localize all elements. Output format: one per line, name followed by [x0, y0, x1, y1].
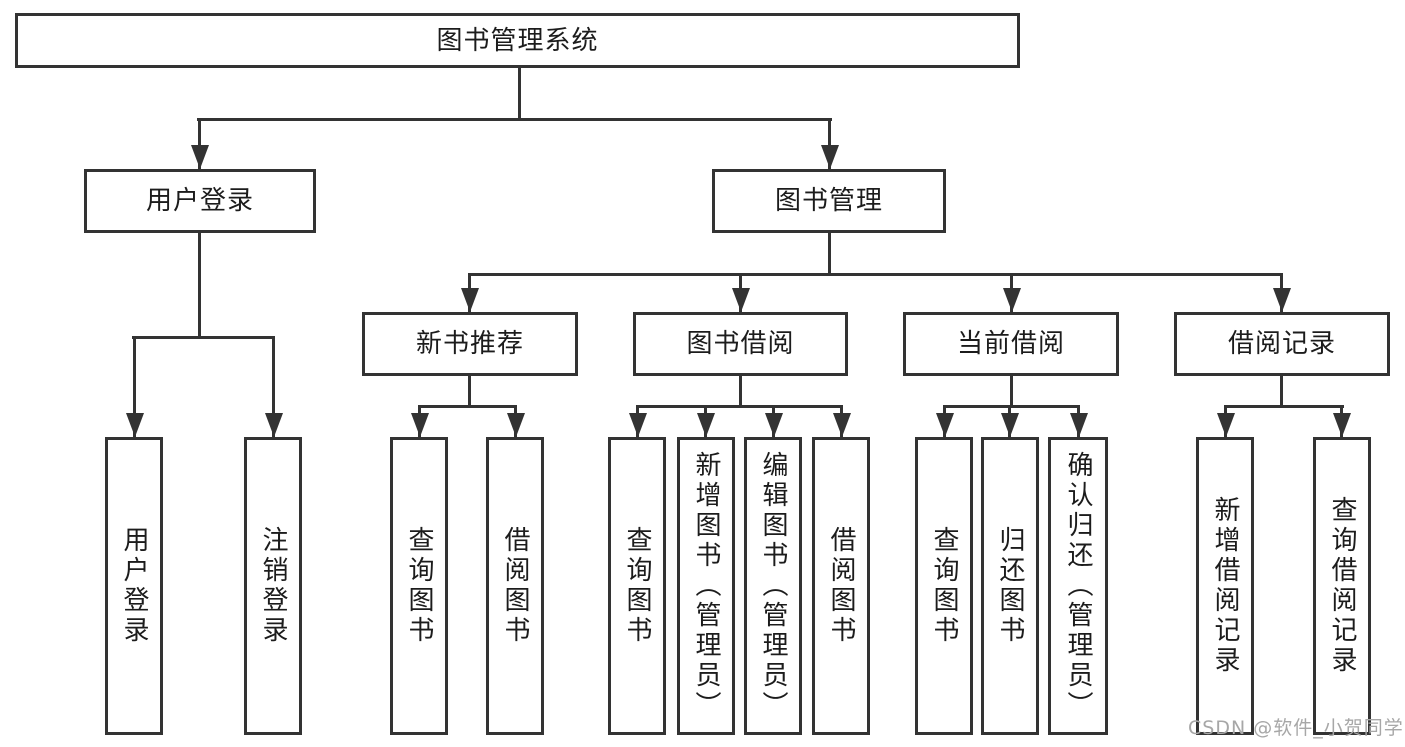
connector-arrow: [1077, 405, 1080, 437]
leaf-logout: 注销登录: [244, 437, 302, 735]
node-label: 新增借阅记录: [1210, 496, 1240, 676]
connector-arrow: [468, 273, 471, 312]
connector-arrow: [828, 118, 831, 169]
leaf-user-login: 用户登录: [105, 437, 163, 735]
connector-arrow: [772, 405, 775, 437]
node-label: 查询图书: [929, 526, 959, 646]
node-label: 用户登录: [145, 186, 254, 216]
csdn-watermark: CSDN @软件_小贺同学: [1188, 717, 1404, 739]
node-label: 新书推荐: [415, 329, 524, 359]
connector-line: [1224, 405, 1344, 408]
node-label: 用户登录: [119, 526, 149, 646]
node-label: 编辑图书（管理员）: [758, 451, 788, 721]
connector-arrow: [198, 118, 201, 169]
node-label: 图书管理系统: [436, 25, 599, 56]
node-borrowing-records: 借阅记录: [1174, 312, 1390, 376]
node-current-borrowing: 当前借阅: [903, 312, 1119, 376]
node-label: 图书借阅: [686, 329, 795, 359]
connector-line: [468, 374, 471, 408]
connector-arrow: [704, 405, 707, 437]
connector-arrow: [1010, 273, 1013, 312]
connector-arrow: [1008, 405, 1011, 437]
node-label: 借阅图书: [500, 526, 530, 646]
leaf-add-borrow-record: 新增借阅记录: [1196, 437, 1254, 735]
connector-line: [1010, 374, 1013, 408]
node-label: 借阅图书: [826, 526, 856, 646]
node-user-login: 用户登录: [84, 169, 316, 233]
node-library-management-system: 图书管理系统: [15, 13, 1020, 68]
connector-line: [198, 231, 201, 338]
connector-line: [1280, 374, 1283, 408]
leaf-add-books-admin: 新增图书（管理员）: [677, 437, 735, 735]
node-label: 归还图书: [995, 526, 1025, 646]
connector-line: [828, 231, 831, 275]
node-label: 查询图书: [404, 526, 434, 646]
node-label: 注销登录: [258, 526, 288, 646]
connector-arrow: [1280, 273, 1283, 312]
connector-line: [518, 66, 521, 120]
node-label: 借阅记录: [1227, 329, 1336, 359]
connector-line: [943, 405, 1080, 408]
leaf-query-books-current: 查询图书: [915, 437, 973, 735]
node-new-book-recommendation: 新书推荐: [362, 312, 578, 376]
node-label: 图书管理: [774, 186, 883, 216]
leaf-edit-books-admin: 编辑图书（管理员）: [744, 437, 802, 735]
leaf-query-borrow-record: 查询借阅记录: [1313, 437, 1371, 735]
connector-arrow: [739, 273, 742, 312]
leaf-borrow-books-recommend: 借阅图书: [486, 437, 544, 735]
connector-arrow: [1224, 405, 1227, 437]
connector-line: [197, 118, 832, 121]
leaf-query-books-recommend: 查询图书: [390, 437, 448, 735]
connector-line: [468, 273, 1283, 276]
node-label: 查询借阅记录: [1327, 496, 1357, 676]
connector-arrow: [1340, 405, 1343, 437]
connector-arrow: [840, 405, 843, 437]
connector-arrow: [514, 405, 517, 437]
leaf-query-books-borrowing: 查询图书: [608, 437, 666, 735]
connector-line: [418, 405, 517, 408]
connector-line: [132, 336, 275, 339]
leaf-confirm-return-admin: 确认归还（管理员）: [1048, 437, 1108, 735]
node-label: 查询图书: [622, 526, 652, 646]
node-label: 确认归还（管理员）: [1063, 451, 1093, 721]
connector-arrow: [418, 405, 421, 437]
leaf-borrow-books: 借阅图书: [812, 437, 870, 735]
connector-arrow: [636, 405, 639, 437]
connector-line: [739, 374, 742, 408]
leaf-return-books: 归还图书: [981, 437, 1039, 735]
connector-arrow: [272, 336, 275, 437]
connector-line: [636, 405, 843, 408]
node-label: 当前借阅: [956, 329, 1065, 359]
connector-arrow: [943, 405, 946, 437]
node-book-borrowing: 图书借阅: [633, 312, 848, 376]
connector-arrow: [133, 336, 136, 437]
node-label: 新增图书（管理员）: [691, 451, 721, 721]
node-book-management: 图书管理: [712, 169, 946, 233]
